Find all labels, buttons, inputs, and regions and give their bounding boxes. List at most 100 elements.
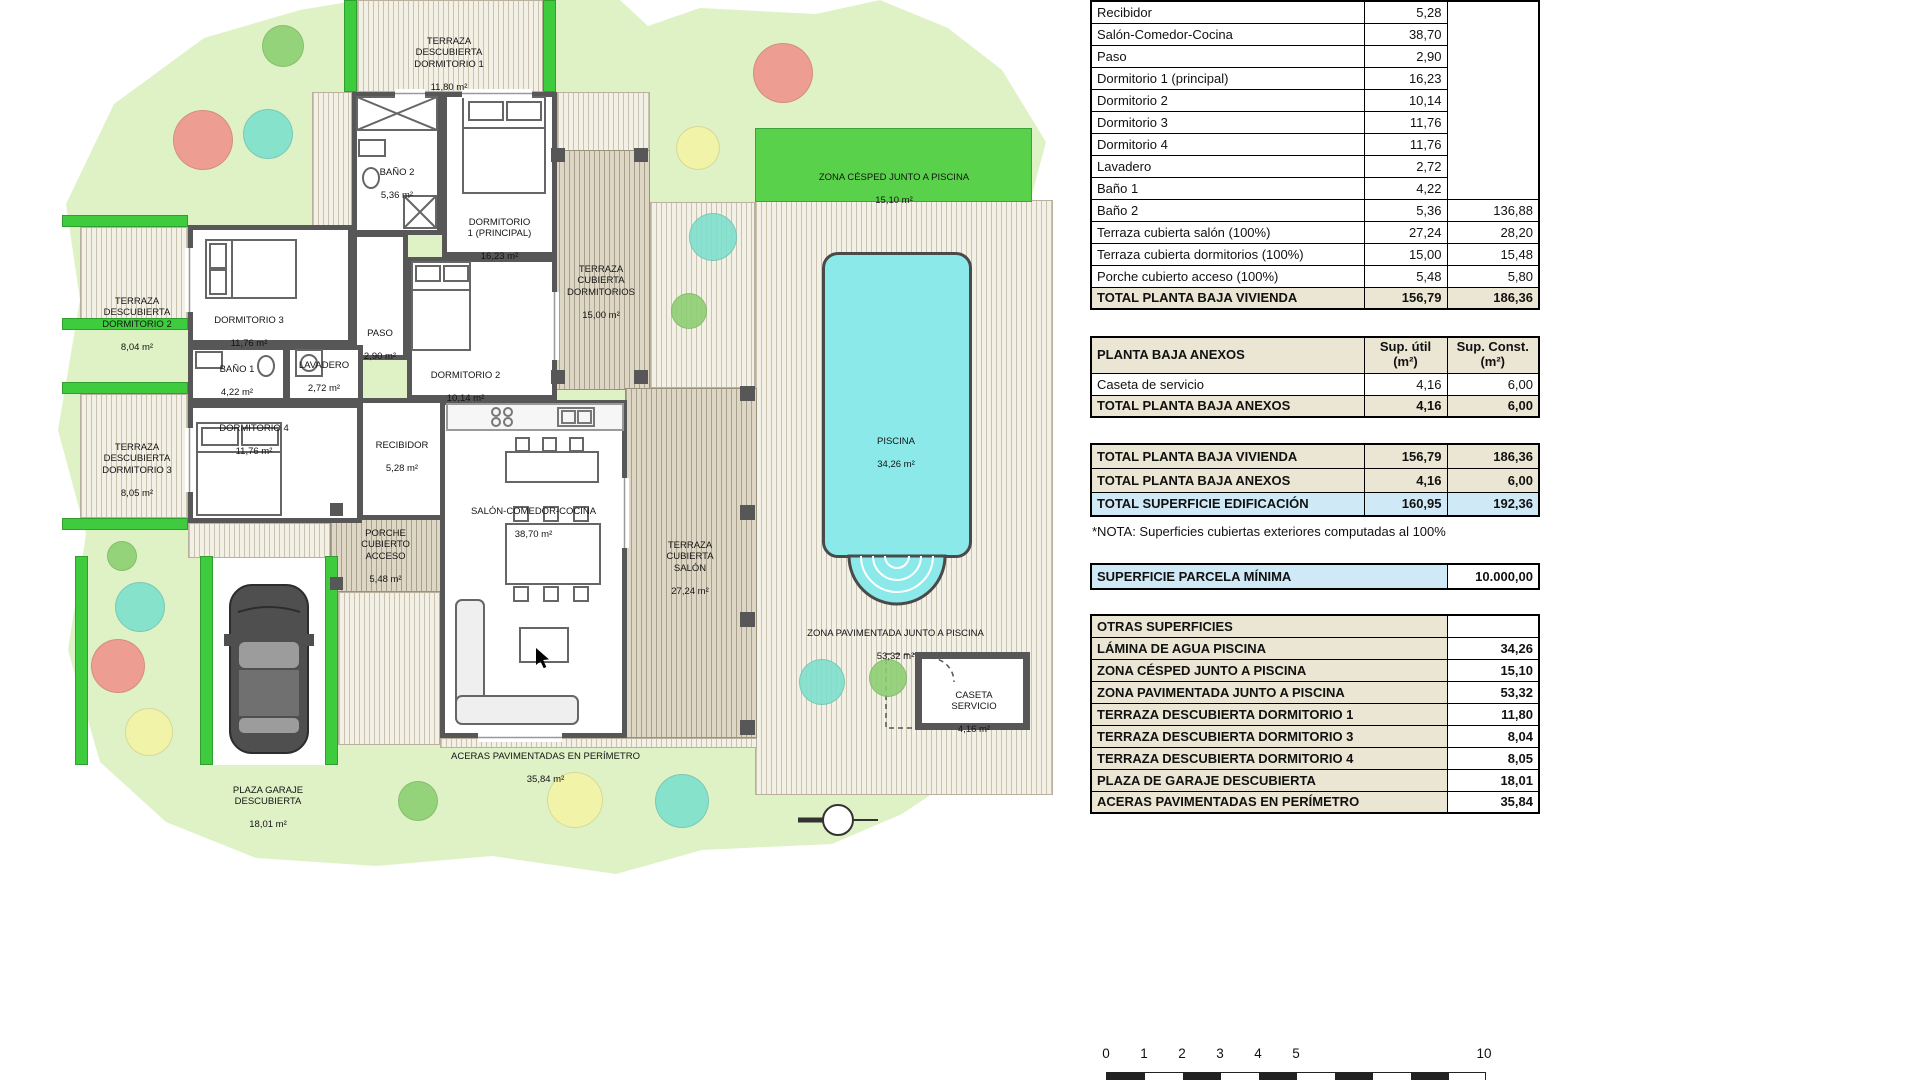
scale-tick-label: 5 bbox=[1292, 1046, 1300, 1061]
table-parcela-minima: SUPERFICIE PARCELA MÍNIMA 10.000,00 bbox=[1090, 563, 1540, 590]
tree-icon bbox=[398, 781, 438, 821]
table-row: ZONA PAVIMENTADA JUNTO A PISCINA 53,32 bbox=[1090, 680, 1540, 704]
label-recibidor: RECIBIDOR 5,28 m² bbox=[375, 439, 429, 474]
table-row: ZONA CÉSPED JUNTO A PISCINA 15,10 bbox=[1090, 658, 1540, 682]
table-total-row: TOTAL PLANTA BAJA VIVIENDA 156,79 186,36 bbox=[1090, 286, 1540, 310]
table-row: Porche cubierto acceso (100%) 5,48 5,80 bbox=[1090, 264, 1540, 288]
table-row-total-edificacion: TOTAL SUPERFICIE EDIFICACIÓN 160,95 192,… bbox=[1090, 491, 1540, 517]
label-caseta: CASETA SERVICIO 4,16 m² bbox=[951, 689, 997, 736]
table-row: Terraza cubierta salón (100%) 27,24 28,2… bbox=[1090, 220, 1540, 244]
label-cesped: ZONA CÉSPED JUNTO A PISCINA 15,10 m² bbox=[818, 171, 970, 206]
label-piscina: PISCINA 34,26 m² bbox=[876, 435, 915, 470]
table-row: Caseta de servicio 4,16 6,00 bbox=[1090, 372, 1540, 396]
label-plaza-garaje: PLAZA GARAJE DESCUBIERTA 18,01 m² bbox=[232, 784, 304, 831]
label-terraza-salon: TERRAZA CUBIERTA SALÓN 27,24 m² bbox=[666, 539, 714, 597]
label-terraza-cub-dorm: TERRAZA CUBIERTA DORMITORIOS 15,00 m² bbox=[567, 263, 635, 321]
terrace-dorm1-paving bbox=[357, 0, 543, 92]
hedge bbox=[543, 0, 556, 92]
table-row: Terraza cubierta dormitorios (100%) 15,0… bbox=[1090, 242, 1540, 266]
hedge bbox=[200, 556, 213, 765]
scale-tick-label: 3 bbox=[1216, 1046, 1224, 1061]
label-banyo1: BAÑO 1 4,22 m² bbox=[219, 363, 255, 398]
label-banyo2: BAÑO 2 5,36 m² bbox=[379, 166, 415, 201]
pool bbox=[822, 252, 972, 558]
tree-icon bbox=[689, 213, 737, 261]
hedge bbox=[75, 556, 88, 765]
label-dorm3: DORMITORIO 3 11,76 m² bbox=[214, 314, 284, 349]
table-row: Recibidor 5,28 bbox=[1090, 0, 1540, 24]
table-row: ACERAS PAVIMENTADAS EN PERÍMETRO 35,84 bbox=[1090, 790, 1540, 814]
table-planta-baja-anexos: PLANTA BAJA ANEXOS Sup. útil (m²) Sup. C… bbox=[1090, 336, 1540, 418]
table-row: TERRAZA DESCUBIERTA DORMITORIO 4 8,05 bbox=[1090, 746, 1540, 770]
scale-bar: 0 1 2 3 4 5 10 bbox=[0, 1046, 1920, 1080]
label-dorm4: DORMITORIO 4 11,76 m² bbox=[219, 422, 289, 457]
tree-icon bbox=[107, 541, 137, 571]
hedge bbox=[62, 518, 188, 530]
tree-icon bbox=[115, 582, 165, 632]
scale-ruler bbox=[1106, 1072, 1486, 1080]
table-row: Salón-Comedor-Cocina 38,70 bbox=[1090, 22, 1540, 46]
hedge bbox=[62, 382, 188, 394]
walkway-south-band bbox=[440, 738, 757, 748]
table-row: Dormitorio 4 11,76 bbox=[1090, 132, 1540, 156]
table-planta-baja-vivienda: Recibidor 5,28 Salón-Comedor-Cocina 38,7… bbox=[1090, 0, 1540, 310]
table-otras-superficies: OTRAS SUPERFICIES LÁMINA DE AGUA PISCINA… bbox=[1090, 614, 1540, 814]
table-row: Baño 2 5,36 136,88 bbox=[1090, 198, 1540, 222]
label-dorm1: DORMITORIO 1 (PRINCIPAL) 16,23 m² bbox=[467, 216, 532, 263]
tree-icon bbox=[676, 126, 720, 170]
label-aceras: ACERAS PAVIMENTADAS EN PERÍMETRO 35,84 m… bbox=[451, 750, 640, 785]
terrace-dorm3-paving bbox=[80, 394, 188, 518]
table-row: Lavadero 2,72 bbox=[1090, 154, 1540, 178]
hedge bbox=[325, 556, 338, 765]
room-salon bbox=[440, 400, 627, 738]
table-row: Baño 1 4,22 bbox=[1090, 176, 1540, 200]
tree-icon bbox=[91, 639, 145, 693]
tree-icon bbox=[655, 774, 709, 828]
scale-tick-label: 2 bbox=[1178, 1046, 1186, 1061]
tree-icon bbox=[671, 293, 707, 329]
table-row: TERRAZA DESCUBIERTA DORMITORIO 1 11,80 bbox=[1090, 702, 1540, 726]
tree-icon bbox=[173, 110, 233, 170]
scale-tick-label: 10 bbox=[1476, 1046, 1492, 1061]
site-plan: TERRAZA DESCUBIERTA DORMITORIO 1 11,80 m… bbox=[0, 0, 1080, 880]
scale-tick-label: 4 bbox=[1254, 1046, 1262, 1061]
tree-icon bbox=[243, 109, 293, 159]
label-pavimentada: ZONA PAVIMENTADA JUNTO A PISCINA 53,32 m… bbox=[807, 627, 984, 662]
area-tables-panel: Recibidor 5,28 Salón-Comedor-Cocina 38,7… bbox=[1090, 0, 1540, 814]
table-row: Paso 2,90 bbox=[1090, 44, 1540, 68]
scale-tick-label: 1 bbox=[1140, 1046, 1148, 1061]
terrace-covered-salon bbox=[625, 388, 757, 738]
table-row: Dormitorio 2 10,14 bbox=[1090, 88, 1540, 112]
tree-icon bbox=[869, 659, 907, 697]
tree-icon bbox=[547, 772, 603, 828]
table-row: TOTAL PLANTA BAJA VIVIENDA 156,79 186,36 bbox=[1090, 443, 1540, 469]
table-row: SUPERFICIE PARCELA MÍNIMA 10.000,00 bbox=[1090, 563, 1540, 590]
label-dorm2: DORMITORIO 2 10,14 m² bbox=[430, 369, 501, 404]
label-salon: SALÓN-COMEDOR-COCINA 38,70 m² bbox=[470, 505, 597, 540]
label-porche: PORCHE CUBIERTO ACCESO 5,48 m² bbox=[361, 527, 410, 585]
side-walkway-west bbox=[312, 92, 352, 232]
terrace-dorm2-paving bbox=[80, 227, 188, 319]
label-terraza-dorm1: TERRAZA DESCUBIERTA DORMITORIO 1 11,80 m… bbox=[414, 35, 484, 93]
garage-plaza bbox=[213, 558, 325, 765]
tree-icon bbox=[125, 708, 173, 756]
table-row: PLAZA DE GARAJE DESCUBIERTA 18,01 bbox=[1090, 768, 1540, 792]
hedge bbox=[62, 215, 188, 227]
tree-icon bbox=[799, 659, 845, 705]
hedge bbox=[344, 0, 357, 92]
table-row: TOTAL PLANTA BAJA ANEXOS 4,16 6,00 bbox=[1090, 467, 1540, 493]
note-text: *NOTA: Superficies cubiertas exteriores … bbox=[1092, 524, 1446, 539]
lawn-zone bbox=[755, 128, 1032, 202]
scale-tick-label: 0 bbox=[1102, 1046, 1110, 1061]
walkway-south bbox=[338, 592, 440, 745]
table-totales: TOTAL PLANTA BAJA VIVIENDA 156,79 186,36… bbox=[1090, 443, 1540, 517]
table-header-row: PLANTA BAJA ANEXOS Sup. útil (m²) Sup. C… bbox=[1090, 336, 1540, 374]
table-total-row: TOTAL PLANTA BAJA ANEXOS 4,16 6,00 bbox=[1090, 394, 1540, 418]
table-header-row: OTRAS SUPERFICIES bbox=[1090, 614, 1540, 638]
tree-icon bbox=[262, 25, 304, 67]
label-terraza-dorm3: TERRAZA DESCUBIERTA DORMITORIO 3 8,05 m² bbox=[102, 441, 172, 499]
label-lavadero: LAVADERO 2,72 m² bbox=[298, 359, 350, 394]
hedge bbox=[62, 318, 188, 330]
table-row: Dormitorio 3 11,76 bbox=[1090, 110, 1540, 134]
